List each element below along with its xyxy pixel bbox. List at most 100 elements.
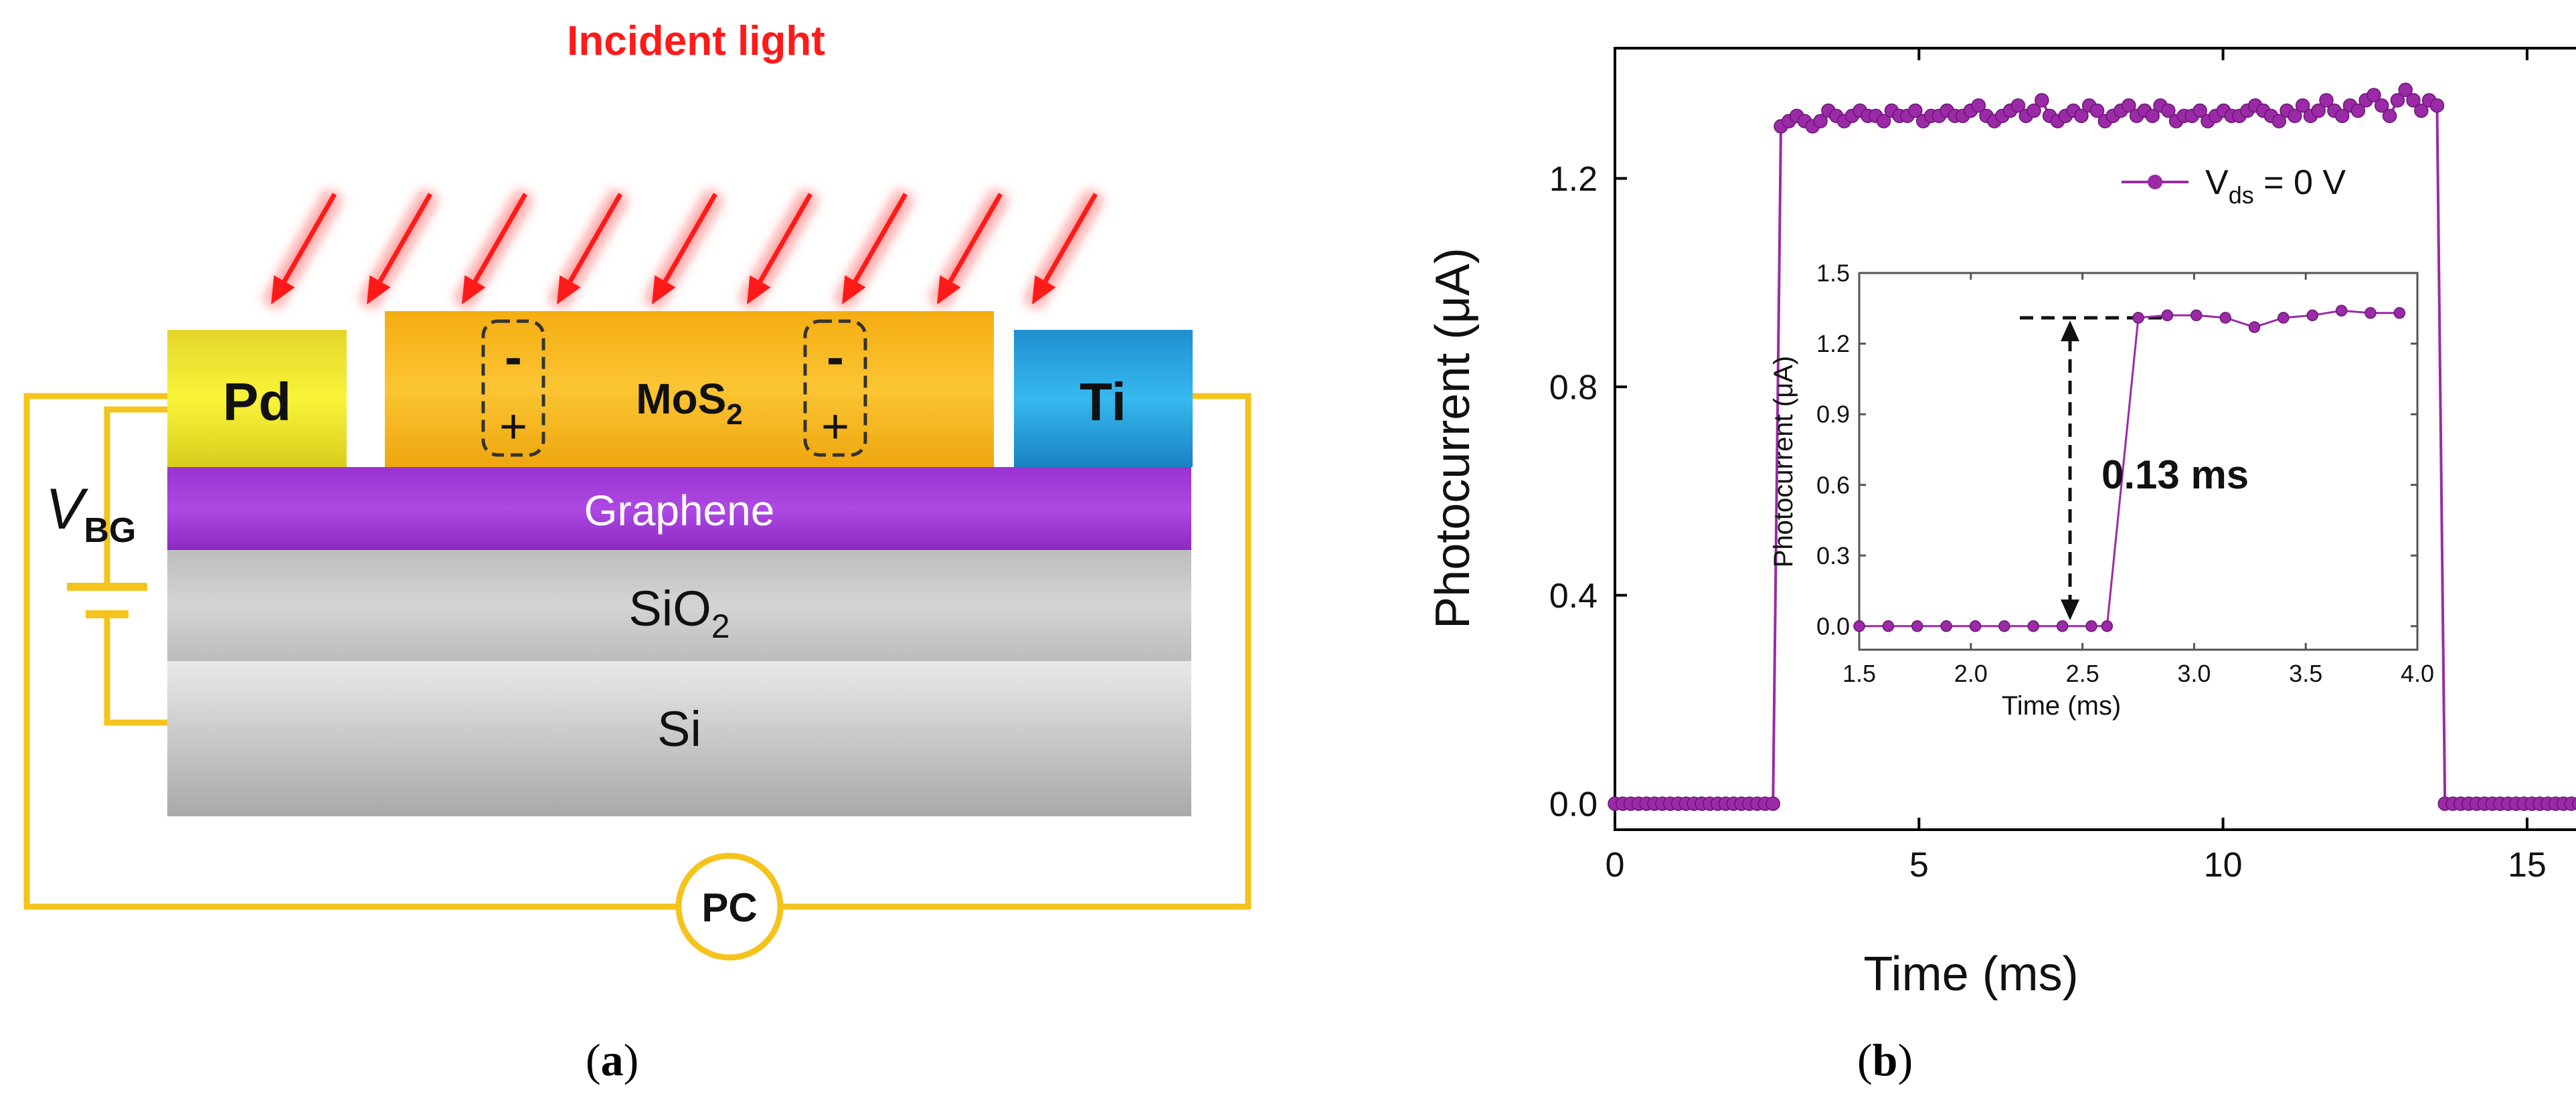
x-tick-label: 5: [1909, 846, 1929, 885]
data-point: [2374, 98, 2389, 113]
data-point: [2190, 309, 2203, 322]
light-arrow: [758, 193, 813, 283]
sio2-label: SiO2: [628, 581, 729, 645]
arrow-head-icon: [367, 275, 391, 304]
circuit-wires: [23, 393, 1252, 910]
data-point: [1876, 114, 1891, 128]
data-point: [2027, 620, 2039, 632]
wire-left: [23, 393, 706, 910]
light-arrow: [377, 193, 433, 283]
x-tick-label: 2.0: [1954, 660, 1988, 687]
data-point: [1971, 98, 1986, 113]
x-tick-label: 15: [2508, 846, 2547, 885]
light-arrow: [473, 193, 528, 283]
data-point: [2414, 103, 2429, 118]
data-point: [1998, 620, 2010, 632]
data-point: [1813, 114, 1828, 128]
arrow-head-icon: [652, 275, 676, 304]
legend: Vds = 0 V: [2122, 163, 2346, 209]
x-axis-label: Time (ms): [1863, 947, 2078, 1001]
sio2-layer: [167, 550, 1191, 661]
ti-contact: [1014, 330, 1193, 467]
x-tick-label: 0: [1606, 846, 1625, 885]
arrow-head-icon: [1032, 275, 1056, 304]
data-point: [2248, 321, 2261, 333]
x-tick-label: 3.0: [2177, 660, 2211, 687]
data-point: [1969, 620, 1982, 632]
mos2-layer: [385, 311, 994, 467]
data-point: [2089, 103, 2105, 118]
main-plot-frame: [1614, 47, 2576, 831]
device-schematic: Incident light VBG Si SiO2 Graphene Pd M…: [23, 18, 1252, 961]
inset-x-axis-label: Time (ms): [2002, 691, 2121, 721]
y-tick-label: 0.3: [1816, 542, 1850, 569]
y-tick-label: 0.0: [1549, 785, 1598, 824]
si-layer: [167, 661, 1191, 816]
data-point: [2334, 108, 2350, 123]
mos2-label: MoS2: [636, 375, 743, 431]
data-point: [2319, 93, 2334, 108]
y-tick-label: 1.2: [1816, 330, 1850, 357]
data-point: [2145, 108, 2160, 123]
y-tick-label: 0.9: [1816, 401, 1850, 428]
pd-label: Pd: [223, 372, 291, 432]
graphene-layer: [167, 467, 1191, 550]
photocurrent-meter: PC: [675, 852, 784, 961]
positive-charge: +: [499, 400, 527, 454]
y-axis-label: Photocurrent (μA): [1426, 248, 1480, 629]
data-point: [2429, 98, 2445, 113]
arrow-down-icon: [2061, 600, 2079, 620]
light-arrow: [1043, 193, 1098, 283]
data-point: [2161, 309, 2174, 322]
charge-pair-right: - +: [803, 319, 867, 457]
data-point: [2074, 108, 2089, 123]
data-point: [2132, 312, 2144, 324]
data-point: [2365, 307, 2377, 319]
data-point: [1766, 796, 1780, 811]
si-label: Si: [657, 701, 701, 757]
incident-light-label: Incident light: [567, 18, 825, 64]
negative-charge: -: [505, 327, 522, 386]
data-point: [2027, 103, 2041, 118]
data-point: [2393, 307, 2406, 319]
data-point: [1911, 620, 1923, 632]
light-arrow: [282, 193, 337, 283]
light-arrow: [568, 193, 623, 283]
wire-right: [753, 393, 1252, 910]
inset-y-axis-label: Photocurrent (μA): [1769, 356, 1798, 568]
data-point: [2056, 620, 2069, 632]
rise-time-marker: [2020, 316, 2170, 620]
data-point: [2311, 103, 2326, 118]
vbg-label: VBG: [46, 477, 136, 550]
y-tick-label: 0.8: [1549, 368, 1598, 407]
legend-label: Vds = 0 V: [2205, 163, 2346, 209]
pc-label: PC: [701, 885, 757, 930]
data-point: [2278, 312, 2290, 324]
arrow-head-icon: [271, 275, 295, 304]
arrow-head-icon: [747, 275, 771, 304]
positive-charge: +: [821, 400, 849, 454]
data-point: [2390, 93, 2405, 108]
y-tick-label: 0.6: [1816, 471, 1850, 498]
data-point: [2193, 103, 2207, 118]
wire-pd-to-vbg: [104, 406, 167, 587]
caption-b: (b): [1857, 1034, 1913, 1085]
graphene-label: Graphene: [584, 486, 775, 535]
data-point: [2101, 620, 2114, 632]
y-tick-label: 0.4: [1549, 577, 1598, 616]
arrow-head-icon: [937, 275, 961, 304]
data-point: [1908, 103, 1923, 118]
data-point: [2219, 312, 2231, 324]
negative-charge: -: [827, 327, 844, 386]
arrow-up-icon: [2061, 321, 2079, 341]
incident-light-arrows: [263, 189, 1104, 309]
data-point: [2122, 98, 2136, 113]
data-point: [2572, 797, 2576, 810]
light-arrow: [853, 193, 908, 283]
data-point: [2398, 82, 2413, 98]
y-tick-label: 0.0: [1816, 612, 1850, 640]
legend-marker: [2148, 175, 2162, 189]
